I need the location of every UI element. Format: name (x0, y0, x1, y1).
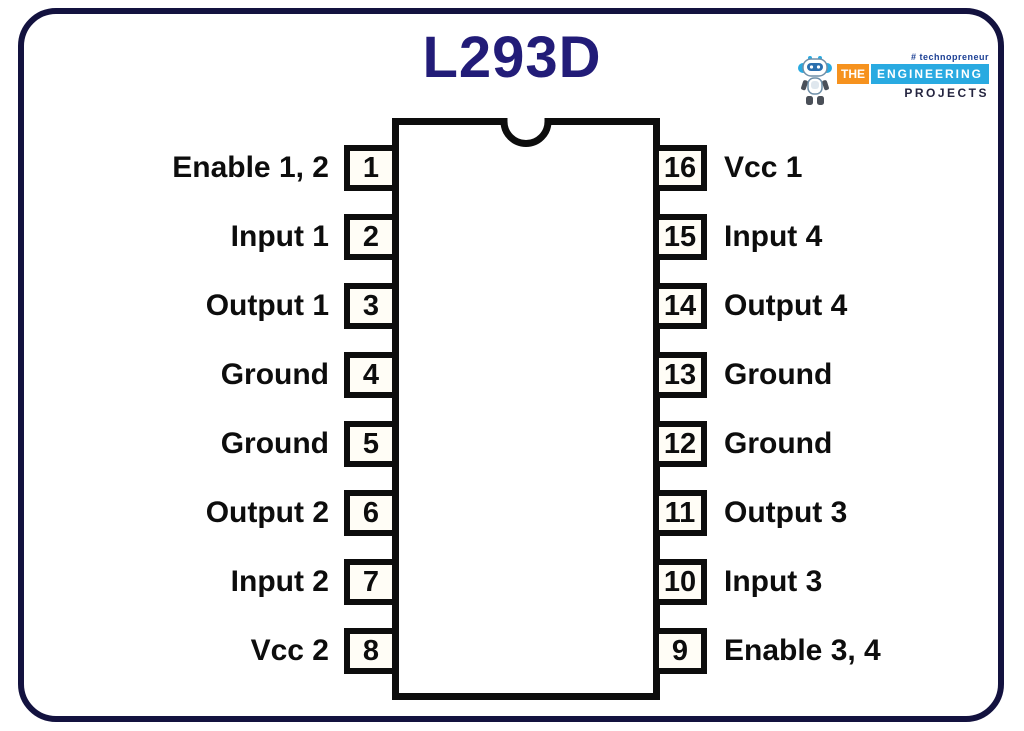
robot-icon (798, 56, 832, 105)
logo-text: # technopreneur THE ENGINEERING PROJECTS (837, 52, 990, 100)
logo-badge-row: THE ENGINEERING (837, 64, 990, 84)
pin-label: Output 3 (724, 496, 848, 529)
pin-row-2: Input 1 2 (0, 214, 398, 260)
pin-number-box: 10 (653, 559, 707, 605)
pin-label: Output 2 (205, 496, 329, 529)
pin-label: Enable 1, 2 (172, 151, 329, 184)
pin-label: Output 1 (205, 289, 329, 322)
pin-row-10: 10 Input 3 (653, 559, 1024, 605)
pin-label: Output 4 (724, 289, 848, 322)
logo-badge-engineering: ENGINEERING (871, 64, 990, 84)
pin-row-6: Output 2 6 (0, 490, 398, 536)
pin-label: Ground (220, 427, 329, 460)
pin-row-3: Output 1 3 (0, 283, 398, 329)
pin-number-box: 1 (344, 145, 398, 191)
right-pin-column: 16 Vcc 1 15 Input 4 14 Output 4 13 Groun… (653, 145, 1024, 697)
pin-row-7: Input 2 7 (0, 559, 398, 605)
pin-label: Vcc 2 (250, 634, 329, 667)
pin-row-1: Enable 1, 2 1 (0, 145, 398, 191)
pin-row-14: 14 Output 4 (653, 283, 1024, 329)
pin-row-11: 11 Output 3 (653, 490, 1024, 536)
pin-number-box: 16 (653, 145, 707, 191)
left-pin-column: Enable 1, 2 1 Input 1 2 Output 1 3 Groun… (0, 145, 398, 697)
pin-row-16: 16 Vcc 1 (653, 145, 1024, 191)
pin-row-8: Vcc 2 8 (0, 628, 398, 674)
pin-number-box: 15 (653, 214, 707, 260)
pin-number-box: 11 (653, 490, 707, 536)
pin-row-9: 9 Enable 3, 4 (653, 628, 1024, 674)
pin-number-box: 2 (344, 214, 398, 260)
pin-label: Input 1 (230, 220, 329, 253)
pin-number-box: 4 (344, 352, 398, 398)
logo-projects-label: PROJECTS (904, 86, 990, 100)
pin-label: Ground (724, 358, 833, 391)
pin-number-box: 12 (653, 421, 707, 467)
pin-row-5: Ground 5 (0, 421, 398, 467)
pin-label: Input 3 (724, 565, 823, 598)
pin-label: Enable 3, 4 (724, 634, 881, 667)
page-title: L293D (422, 25, 602, 90)
pin-number-box: 14 (653, 283, 707, 329)
pin-label: Input 2 (230, 565, 329, 598)
pin-number-box: 13 (653, 352, 707, 398)
pin-number-box: 8 (344, 628, 398, 674)
pin-number-box: 7 (344, 559, 398, 605)
logo-tagline: # technopreneur (911, 52, 990, 62)
chip-outline-with-notch (392, 118, 660, 700)
pin-row-4: Ground 4 (0, 352, 398, 398)
pin-row-12: 12 Ground (653, 421, 1024, 467)
logo-badge-the: THE (837, 64, 869, 84)
pin-number-box: 6 (344, 490, 398, 536)
pin-row-13: 13 Ground (653, 352, 1024, 398)
pin-number-box: 5 (344, 421, 398, 467)
pin-number-box: 9 (653, 628, 707, 674)
chip-body (392, 118, 660, 700)
pin-label: Vcc 1 (724, 151, 803, 184)
pin-label: Ground (220, 358, 329, 391)
pin-label: Input 4 (724, 220, 823, 253)
pin-row-15: 15 Input 4 (653, 214, 1024, 260)
pin-label: Ground (724, 427, 833, 460)
engineering-projects-logo: # technopreneur THE ENGINEERING PROJECTS (797, 52, 990, 108)
pin-number-box: 3 (344, 283, 398, 329)
